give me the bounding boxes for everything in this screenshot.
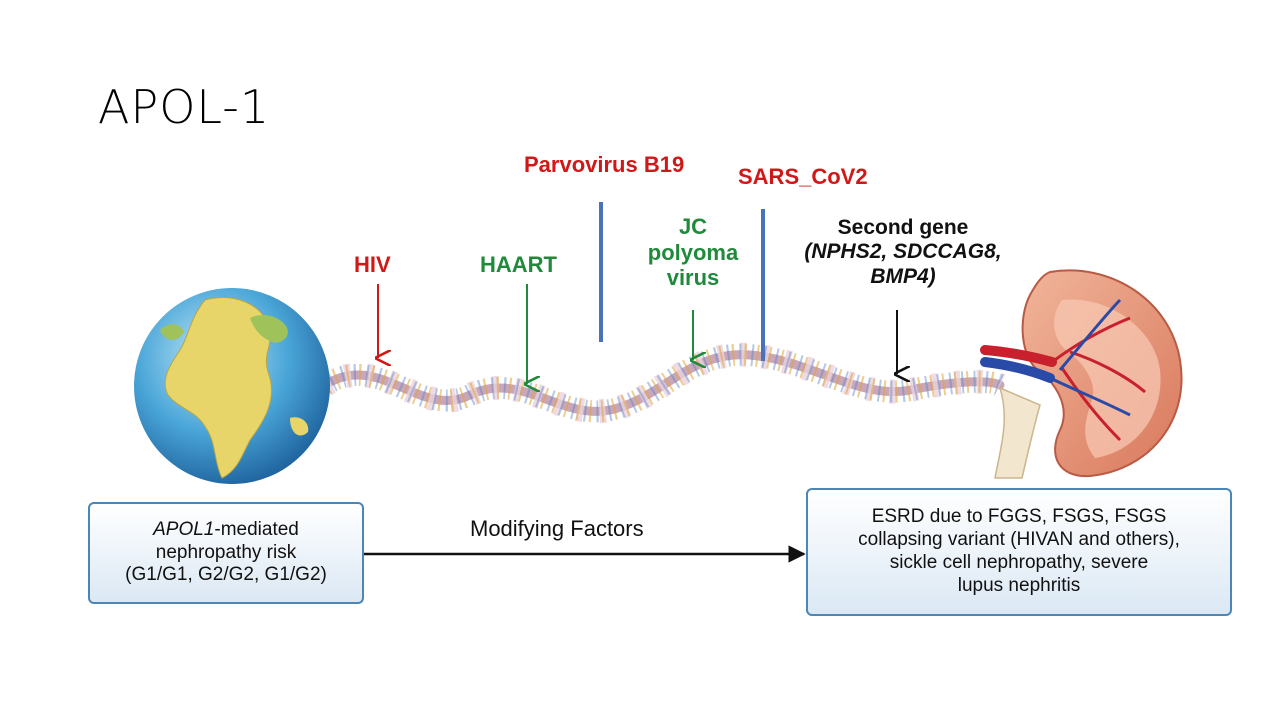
outcome-line-2: collapsing variant (HIVAN and others), [858, 529, 1180, 551]
jc-polyoma-virus-label: JC polyoma virus [632, 214, 754, 291]
apol1-gene-name: APOL1 [153, 518, 215, 540]
outcome-line-1: ESRD due to FGGS, FSGS, FSGS [871, 506, 1167, 528]
virus-line: virus [666, 265, 720, 291]
genotypes-text: (G1/G1, G2/G2, G1/G2) [125, 564, 327, 586]
apol1-risk-box: APOL1-mediated nephropathy risk (G1/G1, … [88, 502, 364, 604]
hiv-label: HIV [354, 252, 391, 277]
modifying-factors-label: Modifying Factors [470, 516, 644, 541]
sars-cov2-label: SARS_CoV2 [738, 164, 868, 189]
jc-line: JC [678, 214, 708, 239]
dna-helix [318, 342, 1006, 424]
esrd-outcome-box: ESRD due to FGGS, FSGS, FSGS collapsing … [806, 488, 1232, 616]
outcome-line-4: lupus nephritis [957, 574, 1081, 596]
globe-icon [134, 288, 330, 484]
mediated-text: -mediated [214, 518, 299, 540]
polyoma-line: polyoma [647, 239, 739, 265]
parvovirus-label: Parvovirus B19 [524, 152, 685, 177]
page-title: APOL-1 [98, 80, 271, 134]
second-gene-list-1: (NPHS2, SDCCAG8, [804, 240, 1002, 264]
second-gene-title: Second gene [837, 216, 969, 239]
second-gene-label: Second gene (NPHS2, SDCCAG8, BMP4) [772, 216, 1034, 289]
kidney-icon [980, 269, 1183, 479]
second-gene-list-2: BMP4) [870, 264, 936, 288]
haart-label: HAART [480, 252, 557, 277]
nephropathy-risk-text: nephropathy risk [155, 541, 297, 563]
outcome-line-3: sickle cell nephropathy, severe [889, 552, 1149, 573]
